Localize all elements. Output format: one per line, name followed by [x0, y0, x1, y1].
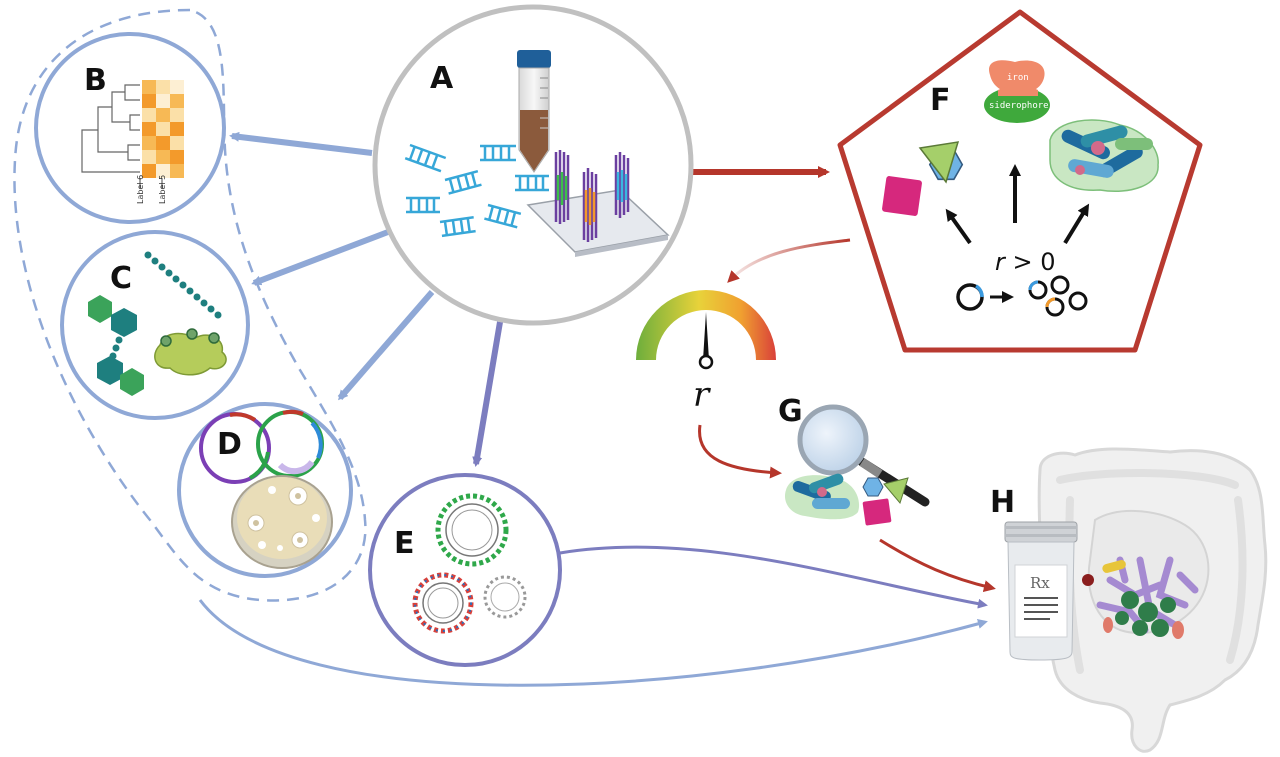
panel-b: B: [34, 32, 226, 224]
panel-label-a: A: [430, 61, 454, 96]
panel-label-c: C: [110, 261, 132, 296]
metabolite-shapes-icon: [882, 141, 964, 216]
sequencing-flowcell-icon: [526, 150, 670, 257]
arrows-from-a: [229, 131, 830, 467]
falcon-tube-icon: [517, 50, 551, 173]
dashed-enclosure: [13, 8, 367, 602]
peptide-chain-icon: [109, 251, 222, 360]
rx-label: Rx: [1030, 574, 1050, 592]
condition-rest: > 0: [1005, 248, 1056, 276]
arrow-g-to-h: [879, 538, 996, 592]
cell-division-icon: [956, 275, 1088, 317]
pill-bottle-icon: Rx: [1004, 521, 1078, 661]
iron-label: iron: [1007, 73, 1029, 83]
bacteria-cluster-icon: [1049, 119, 1159, 192]
upward-arrows: [945, 164, 1090, 245]
siderophore-label: siderophore: [989, 101, 1049, 111]
gauge-icon: r: [636, 290, 776, 415]
arrow-f-to-gauge: [727, 238, 851, 283]
gut-microbiome-cluster-icon: [1082, 556, 1199, 639]
gauge-r-label: r: [693, 375, 711, 415]
condition-r: r: [995, 248, 1007, 276]
bacteria-shapes-small-icon: [784, 473, 909, 526]
magnifying-glass-icon: [797, 404, 930, 507]
arrow-e-to-h: [559, 545, 988, 609]
panel-label-b: B: [84, 63, 107, 98]
panel-label-h: H: [990, 485, 1015, 520]
panel-label-e: E: [394, 526, 415, 561]
heatmap-label-2: Label 5: [158, 175, 167, 204]
heatmap-icon: [142, 80, 184, 178]
protein-blob-icon: [154, 328, 227, 376]
heatmap-label-1: Label 6: [136, 175, 145, 204]
panel-f: F iron siderophore r > 0: [837, 9, 1203, 353]
panel-label-g: G: [778, 394, 803, 429]
arrow-r-to-g: [698, 424, 782, 479]
panel-a: A: [372, 4, 694, 326]
panel-label-d: D: [217, 427, 242, 462]
dna-fragments-icon: [404, 143, 549, 238]
growth-condition: r > 0: [995, 248, 1056, 276]
panel-e: E: [368, 473, 562, 667]
dendrogram-icon: [81, 84, 163, 188]
siderophore-icon: iron siderophore: [984, 60, 1050, 123]
panel-c: C: [60, 230, 250, 420]
metabolite-hexagons-icon: [88, 295, 144, 396]
genome-circles-icon: [412, 493, 527, 634]
panel-label-f: F: [930, 83, 951, 118]
panel-d: D: [177, 402, 353, 578]
panel-g: G: [778, 394, 930, 526]
panel-h: H Rx: [990, 485, 1199, 661]
arrow-d-to-h: [198, 599, 988, 687]
petri-dish-icon: [231, 475, 333, 569]
